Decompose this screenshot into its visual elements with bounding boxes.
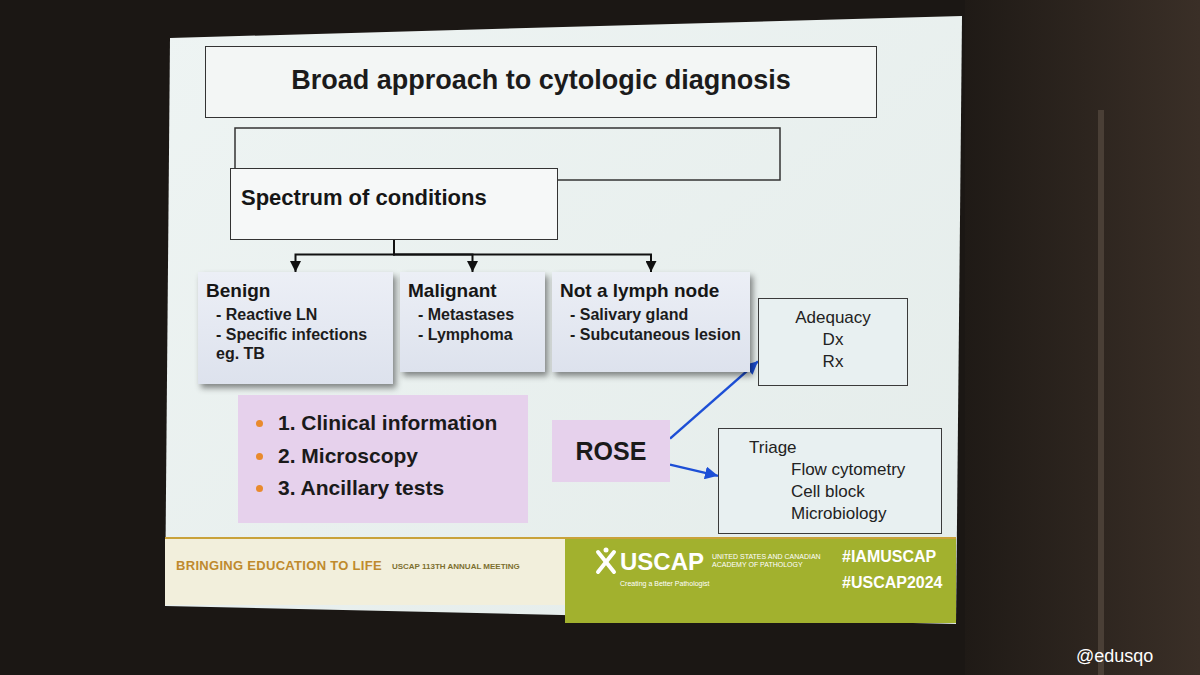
heading-box: Spectrum of conditions bbox=[230, 168, 558, 240]
box-text: Dx bbox=[769, 329, 897, 351]
slide-title: Broad approach to cytologic diagnosis bbox=[218, 65, 864, 96]
category-box: Not a lymph node - Salivary gland- Subcut… bbox=[552, 272, 750, 372]
box-text: - Specific infections eg. TB bbox=[216, 325, 385, 364]
box-heading: Spectrum of conditions bbox=[241, 185, 547, 211]
pointer-arrow bbox=[670, 361, 758, 438]
logo-tagline: Creating a Better Pathologist bbox=[620, 580, 710, 587]
box-text: - Lymphoma bbox=[418, 325, 537, 345]
room-wall bbox=[965, 0, 1200, 675]
logo-text: USCAP bbox=[620, 548, 704, 576]
branch-arrow bbox=[394, 240, 651, 272]
watermark: @edusqo bbox=[1076, 646, 1153, 667]
logo-symbol bbox=[604, 548, 609, 553]
projected-slide bbox=[165, 16, 962, 624]
box-text: - Metastases bbox=[418, 305, 537, 325]
title-frame: Broad approach to cytologic diagnosis bbox=[205, 46, 877, 118]
hashtag: #IAMUSCAP bbox=[842, 548, 936, 566]
branch-arrow bbox=[296, 240, 395, 272]
box-heading: Benign bbox=[206, 280, 385, 302]
branch-arrow bbox=[394, 240, 473, 272]
box-text: Cell block bbox=[729, 481, 931, 503]
box-text: - Reactive LN bbox=[216, 305, 385, 325]
category-box: Benign - Reactive LN- Specific infections… bbox=[198, 272, 393, 384]
steps-box: 1. Clinical information2. Microscopy3. A… bbox=[238, 395, 528, 523]
event-name: USCAP 113TH ANNUAL MEETING bbox=[392, 562, 520, 571]
box-text: Microbiology bbox=[729, 503, 931, 525]
category-box: Malignant - Metastases- Lymphoma bbox=[400, 272, 545, 372]
box-heading: Not a lymph node bbox=[560, 280, 742, 302]
logo-symbol bbox=[598, 552, 614, 572]
pointer-arrow bbox=[670, 465, 718, 476]
box-text: 3. Ancillary tests bbox=[252, 472, 514, 505]
box-text: Flow cytometry bbox=[729, 459, 931, 481]
box-heading: Malignant bbox=[408, 280, 537, 302]
outcome-box: AdequacyDxRx bbox=[758, 298, 908, 386]
organisation-name: UNITED STATES AND CANADIAN ACADEMY OF PA… bbox=[712, 553, 836, 570]
box-heading: Adequacy bbox=[769, 307, 897, 329]
rose-box: ROSE bbox=[552, 420, 670, 482]
footer-rule bbox=[165, 537, 956, 539]
box-heading: 1. Clinical information bbox=[252, 407, 514, 440]
screen-stand bbox=[1098, 110, 1104, 675]
box-heading: Triage bbox=[729, 437, 931, 459]
box-text: - Subcutaneous lesion bbox=[570, 325, 742, 345]
hashtag: #USCAP2024 bbox=[842, 574, 943, 592]
box-text: Rx bbox=[769, 351, 897, 373]
footer-band bbox=[165, 539, 565, 605]
footer-band bbox=[565, 539, 956, 623]
box-heading: ROSE bbox=[576, 437, 647, 466]
triage-box: TriageFlow cytometryCell blockMicrobiolo… bbox=[718, 428, 942, 534]
event-slogan: BRINGING EDUCATION TO LIFE bbox=[176, 558, 382, 573]
box-text: - Salivary gland bbox=[570, 305, 742, 325]
box-text: 2. Microscopy bbox=[252, 440, 514, 473]
